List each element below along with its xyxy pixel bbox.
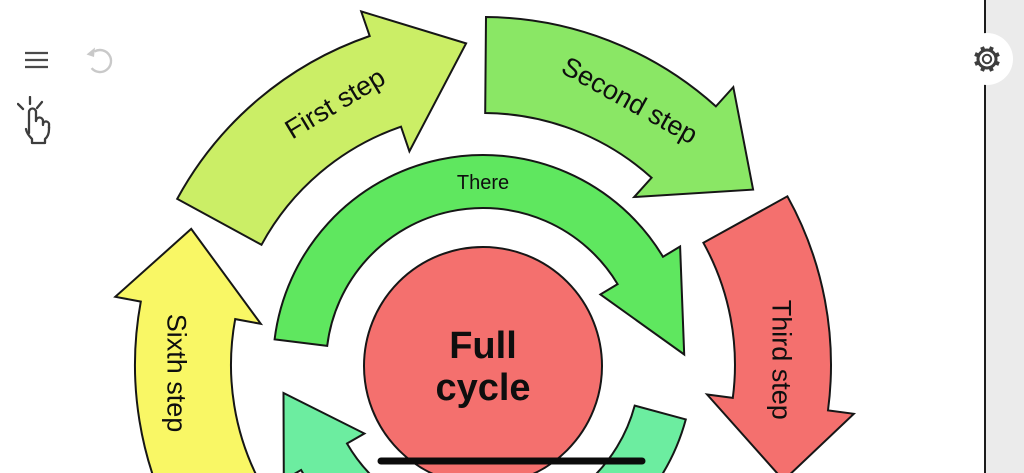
sixth-step-label: Sixth step — [162, 314, 192, 433]
second-step-arrow[interactable] — [484, 15, 755, 199]
first-step-arrow[interactable] — [175, 9, 468, 247]
hamburger-menu-icon[interactable] — [24, 50, 52, 70]
center-label-line1: Full — [449, 325, 517, 367]
there-arc-label: There — [457, 172, 509, 194]
back-arc-arrow[interactable] — [282, 391, 688, 473]
tap-gesture-icon[interactable] — [17, 96, 55, 146]
there-arc-arrow[interactable] — [273, 154, 686, 357]
third-step-arrow[interactable] — [702, 194, 857, 473]
center-circle[interactable] — [363, 246, 603, 473]
third-step-label: Third step — [767, 300, 797, 420]
undo-icon[interactable] — [82, 44, 118, 78]
center-label-line2: cycle — [435, 367, 530, 409]
sixth-step-arrow[interactable] — [113, 227, 264, 473]
settings-gear-icon[interactable] — [971, 43, 1003, 75]
